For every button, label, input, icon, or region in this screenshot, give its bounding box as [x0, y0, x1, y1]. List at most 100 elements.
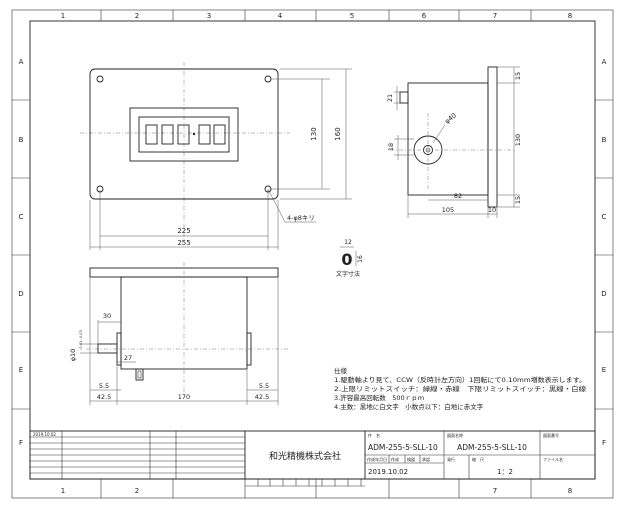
drive-shaft [97, 343, 118, 354]
note-line: 2.上限リミットスイッチ：緑線・赤線 下限リミットスイッチ：黒線・白線 [334, 384, 587, 393]
counter-window [138, 116, 230, 153]
row-label: B [602, 136, 607, 144]
shaft [423, 145, 433, 155]
note-line: 1.駆動軸より見て、CCW（反時計左方向）1回転にて0.10mm増数表示します。 [334, 375, 586, 384]
char-size-w: 12 [344, 239, 352, 246]
name-label: 件 名 [368, 432, 380, 438]
digit-wheel [161, 124, 174, 145]
inner-frame [29, 20, 596, 480]
bottom-view: 30 27 5.5 5.5 42.5 170 42.5 φ10 -0.01 -0… [69, 262, 290, 405]
row-label: C [602, 213, 607, 221]
dim-15-bottom: 15 [514, 196, 522, 204]
dim-18: 18 [387, 143, 395, 151]
name-value: ADM-255-5-SLL-10 [368, 443, 438, 452]
row-label: A [602, 58, 607, 66]
decimal-point [192, 132, 196, 136]
drawing-name-label: 図面名称 [447, 432, 463, 438]
dim-42.5-left: 42.5 [97, 393, 111, 401]
row-label: D [601, 290, 606, 298]
dim-30: 30 [103, 312, 111, 320]
char-size-glyph: 0 [341, 250, 352, 269]
date-value: 2019.10.02 [368, 468, 408, 476]
col-label: 2 [135, 12, 139, 20]
char-size-label: 文字寸法 [336, 270, 360, 278]
drawing-name-value: ADM-255-5-SLL-10 [457, 443, 527, 452]
col-label: 1 [61, 487, 65, 495]
dim-130: 130 [310, 127, 318, 140]
note-line: 4.主数：黒地に白文字 小数点以下：白地に赤文字 [334, 402, 484, 411]
shaft-boss [413, 135, 443, 165]
char-size-h: 16 [357, 255, 364, 263]
row-ticks [12, 99, 613, 410]
author-label: 作成 [391, 456, 399, 462]
top-lug [399, 91, 409, 104]
bottom-lug [135, 368, 144, 381]
title-block: 2019.10.02 和光精機株式会社 件 名 ADM-255-5-SLL-10… [29, 430, 596, 487]
dim-5.5-right: 5.5 [259, 382, 269, 390]
col-label: 8 [568, 12, 572, 20]
dim-82: 82 [454, 192, 462, 200]
file-label: ファイル名 [543, 456, 563, 462]
dim-27: 27 [124, 354, 132, 362]
approve-label: 承認 [422, 456, 430, 462]
row-label: A [19, 58, 24, 66]
bottom-lug-inner [137, 370, 142, 379]
dim-42.5-right: 42.5 [255, 393, 269, 401]
col-label: 7 [493, 12, 497, 20]
dim-105: 105 [442, 206, 454, 214]
scale-value: 1：2 [497, 468, 513, 476]
side-view: 21 15 130 15 18 φ40 82 105 10 [386, 66, 522, 218]
mount-hole [96, 75, 104, 83]
row-label: E [19, 366, 23, 374]
dim-225: 225 [177, 227, 190, 235]
col-label: 2 [135, 487, 139, 495]
digit-wheel [145, 124, 158, 145]
row-label: B [19, 136, 24, 144]
scale-label: 縮 尺 [472, 456, 484, 462]
dim-shaft-dia: φ10 [69, 349, 77, 362]
dim-shaft-tol: -0.01 -0.03 [79, 330, 83, 350]
shaft-inner [425, 147, 431, 153]
col-label: 4 [278, 12, 283, 20]
drawing-no-label: 図面番号 [543, 432, 559, 438]
counter-bezel [129, 107, 239, 162]
date-label: 作成年月日 [367, 456, 387, 462]
check-label: 検図 [407, 456, 415, 462]
dim-dia40: φ40 [443, 111, 458, 125]
row-label: F [602, 439, 606, 447]
dim-170: 170 [178, 393, 190, 401]
column-ticks [100, 10, 532, 498]
col-label: 3 [207, 12, 211, 20]
col-label: 8 [568, 487, 572, 495]
col-label: 1 [61, 12, 65, 20]
digit-wheel [177, 124, 190, 145]
digit-wheel [198, 124, 211, 145]
notes-title: 仕様 [334, 366, 348, 375]
row-label: D [18, 290, 23, 298]
dim-5.5-left: 5.5 [99, 382, 109, 390]
digit-wheel [213, 124, 226, 145]
front-view: 225 255 130 160 4-φ8キリ [80, 62, 352, 250]
revision-date: 2019.10.02 [33, 432, 56, 437]
hole-note: 4-φ8キリ [287, 214, 315, 222]
dim-10: 10 [488, 206, 496, 214]
col-label: 7 [493, 487, 497, 495]
dim-160: 160 [334, 127, 342, 140]
char-size-sample: 0 12 16 文字寸法 [336, 239, 364, 278]
dim-15-top: 15 [514, 72, 522, 80]
dim-21: 21 [386, 94, 394, 102]
spec-notes: 仕様 1.駆動軸より見て、CCW（反時計左方向）1回転にて0.10mm増数表示し… [334, 366, 587, 411]
row-label: F [19, 439, 23, 447]
issue-label: 発行 [447, 456, 455, 462]
side-flange [487, 66, 498, 208]
company-name: 和光精機株式会社 [269, 450, 341, 462]
col-label: 6 [422, 12, 427, 20]
row-label: E [602, 366, 606, 374]
switch-right [246, 332, 252, 366]
col-label: 5 [350, 12, 354, 20]
outer-frame [11, 9, 614, 499]
note-line: 3.許容最高回転数 500ｒｐｍ [334, 393, 425, 402]
dim-255: 255 [177, 239, 190, 247]
row-label: C [19, 213, 24, 221]
